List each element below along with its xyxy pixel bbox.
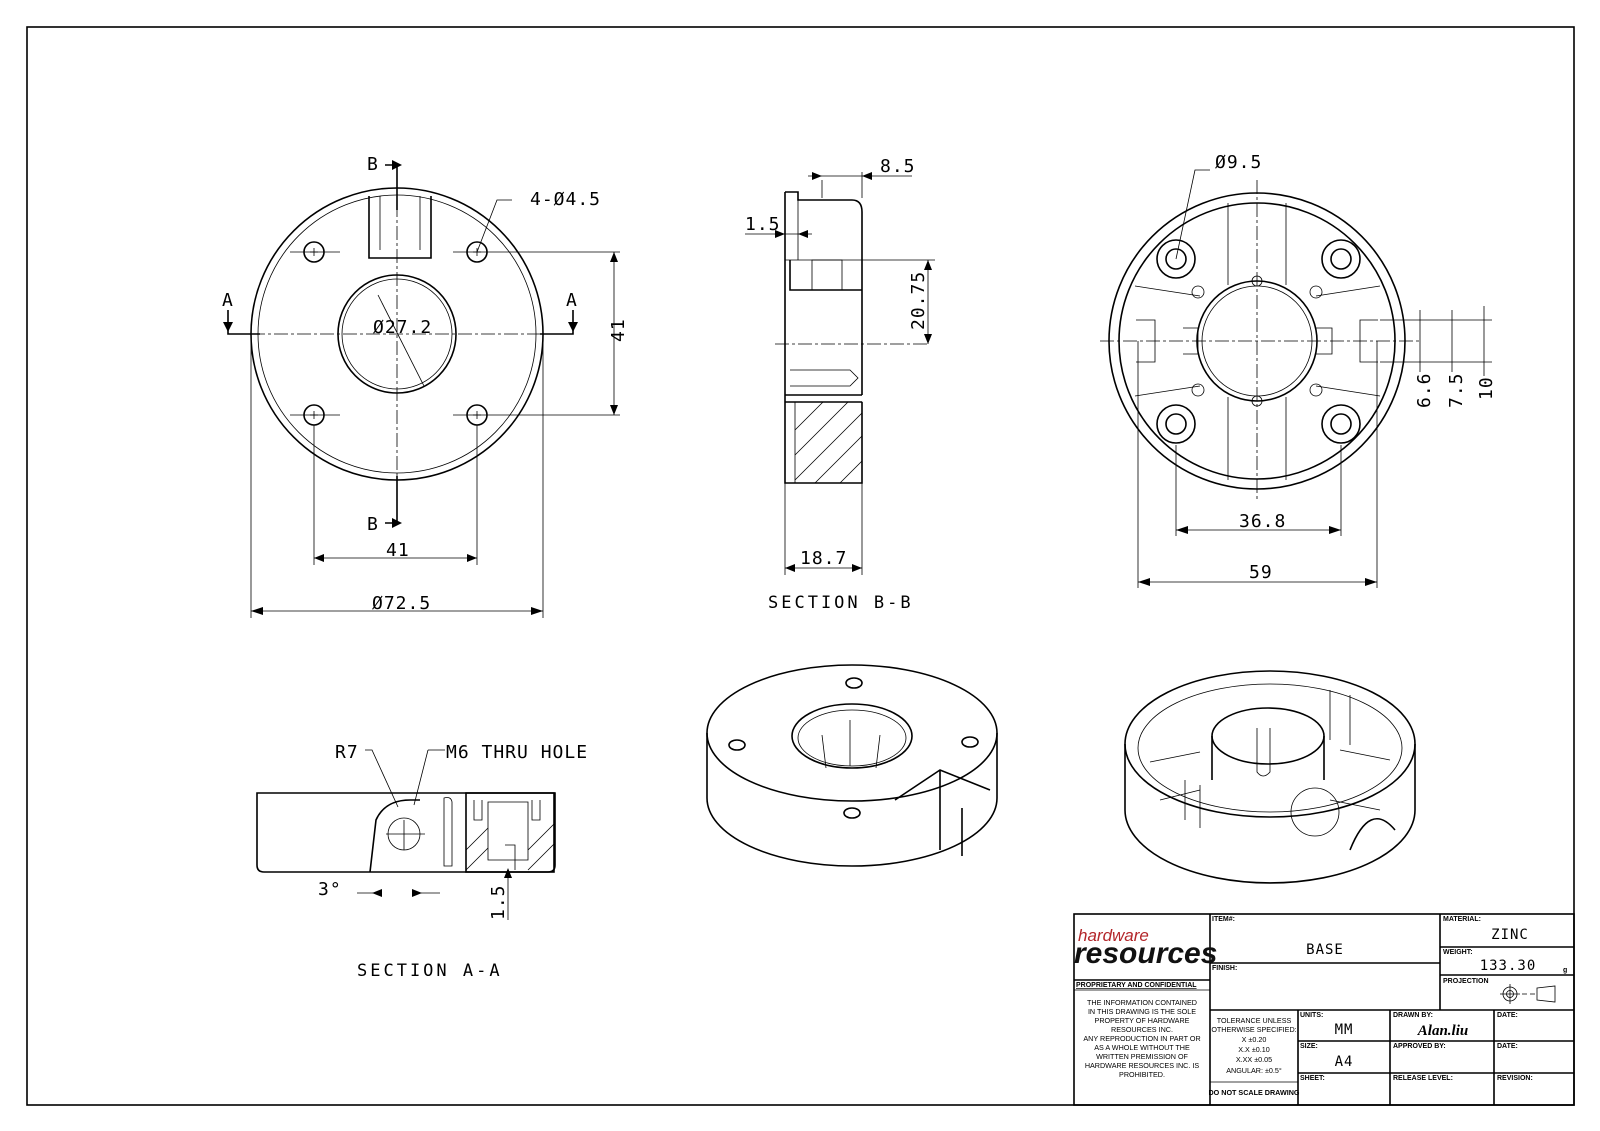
- svg-text:PROHIBITED.: PROHIBITED.: [1119, 1070, 1165, 1079]
- svg-text:ANY REPRODUCTION IN PART OR: ANY REPRODUCTION IN PART OR: [1083, 1034, 1200, 1043]
- dim-back-a: 6.6: [1414, 372, 1435, 408]
- dim-bb-half: 20.75: [908, 271, 929, 330]
- sheet-border: [26, 26, 1575, 1106]
- svg-text:THE INFORMATION CONTAINED: THE INFORMATION CONTAINED: [1087, 998, 1197, 1007]
- dim-outer: Ø72.5: [372, 593, 431, 614]
- dim-back-c: 10: [1476, 376, 1497, 400]
- svg-text:PROPERTY OF HARDWARE: PROPERTY OF HARDWARE: [1095, 1016, 1190, 1025]
- finish-label: FINISH:: [1212, 965, 1237, 972]
- brand-logo-top: hardware: [1078, 926, 1149, 945]
- svg-text:RESOURCES INC.: RESOURCES INC.: [1111, 1025, 1173, 1034]
- iso-view-top: [706, 664, 998, 867]
- section-aa-view: R7 M6 THRU HOLE 3° 1.5 SECTION A-A: [256, 742, 588, 981]
- drawn-signature: Alan.liu: [1417, 1023, 1468, 1039]
- svg-text:WRITTEN PREMISSION OF: WRITTEN PREMISSION OF: [1096, 1052, 1188, 1061]
- dim-aa-step: 1.5: [488, 884, 509, 920]
- item-value: BASE: [1306, 942, 1344, 958]
- date-label-2: DATE:: [1497, 1043, 1518, 1050]
- iso-view-bottom: [1124, 670, 1416, 884]
- dim-bb-width: 18.7: [800, 548, 847, 569]
- ribs: [1134, 203, 1381, 480]
- dim-aa-angle: 3°: [318, 879, 342, 900]
- dim-spacing: 41: [386, 540, 410, 561]
- material-label: MATERIAL:: [1443, 916, 1481, 923]
- dim-bb-top: 8.5: [880, 156, 916, 177]
- dim-back-outer: 59: [1249, 562, 1273, 583]
- units-value: MM: [1335, 1022, 1354, 1038]
- no-scale-note: DO NOT SCALE DRAWING: [1208, 1088, 1299, 1097]
- dim-aa-radius: R7: [335, 742, 359, 763]
- dim-back-boss: Ø9.5: [1215, 152, 1262, 173]
- section-label-a-right: A: [566, 290, 578, 311]
- section-label-b-bottom: B: [367, 514, 379, 535]
- section-aa-title: SECTION A-A: [357, 961, 503, 981]
- svg-text:IN THIS DRAWING IS THE SOLE: IN THIS DRAWING IS THE SOLE: [1088, 1007, 1196, 1016]
- svg-text:ANGULAR: ±0.5°: ANGULAR: ±0.5°: [1226, 1066, 1282, 1075]
- approved-label: APPROVED BY:: [1393, 1043, 1446, 1050]
- weight-unit: g: [1563, 967, 1567, 974]
- dim-bb-lip: 1.5: [745, 214, 781, 235]
- tolerance-text: TOLERANCE UNLESS OTHERWISE SPECIFIED: X …: [1211, 1016, 1296, 1075]
- units-label: UNITS:: [1300, 1012, 1323, 1019]
- confidential-text: THE INFORMATION CONTAINED IN THIS DRAWIN…: [1083, 998, 1200, 1079]
- dim-bore: Ø27.2: [373, 317, 432, 338]
- cable-slot: [368, 196, 432, 259]
- note-aa-hole: M6 THRU HOLE: [446, 742, 588, 763]
- date-label-1: DATE:: [1497, 1012, 1518, 1019]
- section-bb-view: 8.5 1.5 20.75 18.7 SECTION B-B: [745, 156, 935, 613]
- dim-holes: 4-Ø4.5: [530, 189, 601, 210]
- weight-value: 133.30: [1480, 958, 1537, 974]
- svg-text:X.XX ±0.05: X.XX ±0.05: [1236, 1055, 1272, 1064]
- size-value: A4: [1335, 1054, 1354, 1070]
- sheet-label: SHEET:: [1300, 1075, 1325, 1082]
- svg-text:HARDWARE RESOURCES INC. IS: HARDWARE RESOURCES INC. IS: [1085, 1061, 1200, 1070]
- drawn-label: DRAWN BY:: [1393, 1012, 1433, 1019]
- svg-text:TOLERANCE UNLESS: TOLERANCE UNLESS: [1217, 1016, 1292, 1025]
- front-view: Ø27.2 B B A A 4-Ø4.5 41 41 Ø72.5: [222, 154, 629, 618]
- title-block: hardware resources PROPRIETARY AND CONFI…: [1073, 913, 1575, 1106]
- weight-label: WEIGHT:: [1443, 949, 1473, 956]
- section-label-b-top: B: [367, 154, 379, 175]
- release-label: RELEASE LEVEL:: [1393, 1075, 1453, 1082]
- boss-holes: [1156, 239, 1361, 444]
- svg-text:X ±0.20: X ±0.20: [1242, 1035, 1267, 1044]
- revision-label: REVISION:: [1497, 1075, 1533, 1082]
- svg-text:OTHERWISE SPECIFIED:: OTHERWISE SPECIFIED:: [1211, 1025, 1296, 1034]
- item-label: ITEM#:: [1212, 916, 1235, 923]
- dim-back-b: 7.5: [1446, 372, 1467, 408]
- material-value: ZINC: [1491, 927, 1529, 943]
- section-bb-title: SECTION B-B: [768, 593, 914, 613]
- size-label: SIZE:: [1300, 1043, 1318, 1050]
- back-view: Ø9.5 36.8 59 6.6 7.5 10: [1100, 152, 1497, 588]
- svg-text:X.X ±0.10: X.X ±0.10: [1238, 1045, 1270, 1054]
- confidential-heading: PROPRIETARY AND CONFIDENTIAL: [1076, 982, 1197, 989]
- section-label-a-left: A: [222, 290, 234, 311]
- projection-symbol: [1500, 984, 1556, 1004]
- dim-height: 41: [608, 318, 629, 342]
- projection-label: PROJECTION: [1443, 978, 1489, 985]
- dim-back-inner: 36.8: [1239, 511, 1286, 532]
- brand-logo-bottom: resources: [1074, 937, 1217, 970]
- svg-text:AS A WHOLE WITHOUT THE: AS A WHOLE WITHOUT THE: [1094, 1043, 1190, 1052]
